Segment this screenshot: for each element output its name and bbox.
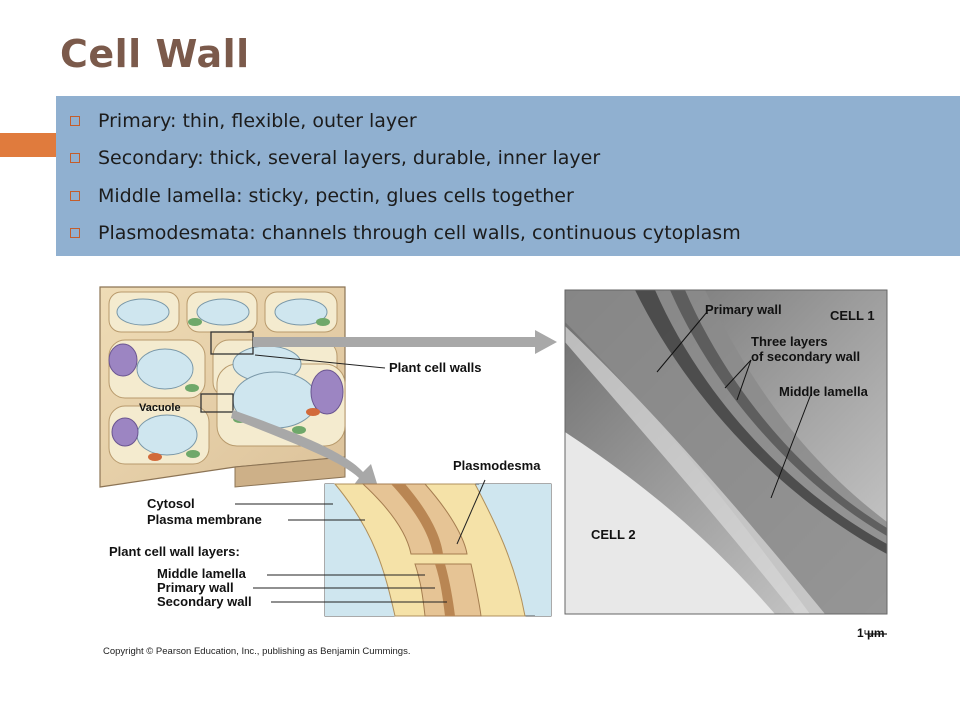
square-bullet-icon xyxy=(70,115,80,126)
zoom-arrow-right xyxy=(253,330,557,354)
bullet-item: Middle lamella: sticky, pectin, glues ce… xyxy=(70,177,960,215)
label-primary-wall: Primary wall xyxy=(157,580,234,595)
bullet-item: Secondary: thick, several layers, durabl… xyxy=(70,140,960,178)
bullet-item: Plasmodesmata: channels through cell wal… xyxy=(70,215,960,253)
cell-wall-figure: Plant cell walls Vacuole Plasmodesma Cyt… xyxy=(95,282,895,662)
leader-lines xyxy=(235,354,486,603)
label-vacuole: Vacuole xyxy=(139,402,181,414)
three-layers-line-1: Three layers xyxy=(751,334,828,349)
square-bullet-icon xyxy=(70,228,80,239)
bullet-text: Primary: thin, flexible, outer layer xyxy=(98,109,417,132)
label-plasmodesma: Plasmodesma xyxy=(453,458,541,473)
accent-bar xyxy=(0,133,58,157)
copyright-notice: Copyright © Pearson Education, Inc., pub… xyxy=(103,646,411,657)
bullet-item: Primary: thin, flexible, outer layer xyxy=(70,102,960,140)
electron-micrograph xyxy=(564,289,888,635)
bullet-text: Plasmodesmata: channels through cell wal… xyxy=(98,222,741,245)
bullet-text: Middle lamella: sticky, pectin, glues ce… xyxy=(98,184,574,207)
micrograph-label-primary-wall: Primary wall xyxy=(705,302,782,317)
slide-title: Cell Wall xyxy=(60,32,250,76)
label-cytosol: Cytosol xyxy=(147,496,195,511)
square-bullet-icon xyxy=(70,190,80,201)
label-secondary-wall: Secondary wall xyxy=(157,594,252,609)
micrograph-label-cell-2: CELL 2 xyxy=(591,527,636,542)
three-layers-line-2: of secondary wall xyxy=(751,349,861,364)
micrograph-label-three-layers: Three layers of secondary wall xyxy=(751,334,860,364)
micrograph-leaders xyxy=(656,311,812,499)
micrograph-label-middle-lamella: Middle lamella xyxy=(779,384,868,399)
label-plasma-membrane: Plasma membrane xyxy=(147,512,262,527)
label-middle-lamella: Middle lamella xyxy=(157,566,246,581)
plant-tissue-block xyxy=(99,286,346,488)
label-wall-layers-heading: Plant cell wall layers: xyxy=(109,544,240,559)
figure-illustration xyxy=(99,286,888,635)
micrograph-label-cell-1: CELL 1 xyxy=(830,308,875,323)
zoom-arrow-down xyxy=(231,410,379,490)
square-bullet-icon xyxy=(70,153,80,164)
label-plant-cell-walls: Plant cell walls xyxy=(389,360,482,375)
bullet-list: Primary: thin, flexible, outer layer Sec… xyxy=(56,96,960,252)
micrograph-scale-bar-label: 1 µm xyxy=(857,626,885,640)
bullet-panel: Primary: thin, flexible, outer layer Sec… xyxy=(56,96,960,256)
cell-wall-layers-diagram xyxy=(324,483,552,617)
bullet-text: Secondary: thick, several layers, durabl… xyxy=(98,147,601,170)
